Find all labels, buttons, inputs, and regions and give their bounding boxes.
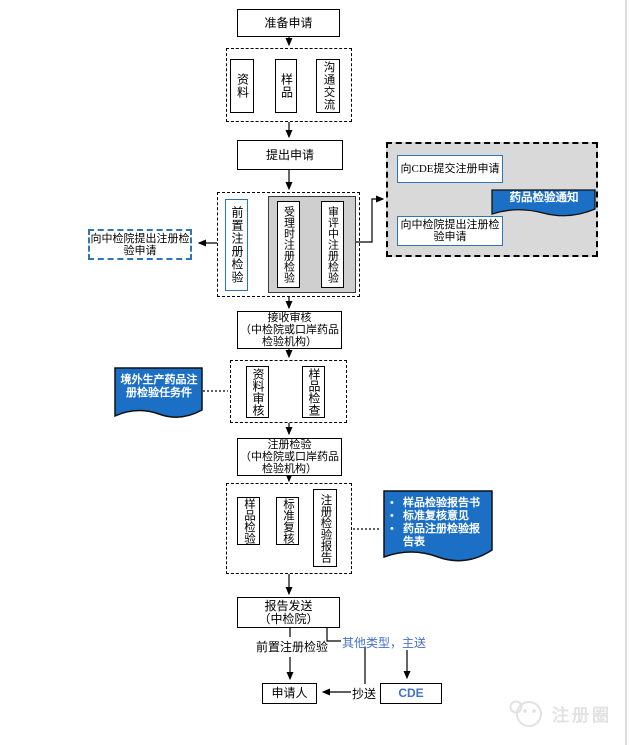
report-doc-item: • 药品注册检验报告表 <box>390 523 488 549</box>
report-doc-text: 标准复核意见 <box>403 510 469 522</box>
node-submit-to-cde: 向CDE提交注册申请 <box>397 155 503 183</box>
watermark: 注册圈 <box>508 696 612 730</box>
bullet-icon: • <box>390 497 394 509</box>
pre-registration-path-label: 前置注册检验 <box>256 640 329 654</box>
other-type-main-send-label: 其他类型，主送 <box>342 636 427 650</box>
overseas-task-label: 境外生产药品注 册检验任务件 <box>117 374 201 400</box>
report-doc-item: • 标准复核意见 <box>390 510 488 523</box>
receive-line-3: 检验机构） <box>262 336 317 348</box>
inspection-notice-label: 药品检验通知 <box>509 192 579 204</box>
node-materials: 资料 <box>230 59 254 113</box>
node-applicant: 申请人 <box>262 683 317 704</box>
watermark-text: 注册圈 <box>552 705 612 725</box>
inspection-notice-document-icon <box>491 189 596 217</box>
node-sample-check: 样品检查 <box>302 366 325 418</box>
copy-send-label: 抄送 <box>352 687 377 701</box>
node-standard-review: 标准复核 <box>276 497 299 545</box>
report-doc-item: • 样品检验报告书 <box>390 497 488 510</box>
node-request-to-nifdc-left: 向中检院提出注册检 验申请 <box>88 229 192 260</box>
request-line-1: 向中检院提出注册检 <box>90 232 190 245</box>
page-right-edge <box>625 0 627 745</box>
node-submit-application: 提出申请 <box>237 140 343 170</box>
overseas-task-document-icon <box>114 367 203 418</box>
node-receive-review: 接收审核 （中检院或口岸药品 检验机构） <box>237 311 342 349</box>
node-sample-test: 样品检验 <box>237 497 260 545</box>
receive-check-group <box>230 360 347 423</box>
report-documents-icon <box>383 490 493 562</box>
regtest-line-3: 检验机构） <box>262 463 317 475</box>
watermark-logo-icon <box>509 700 542 727</box>
node-material-review: 资料审核 <box>246 366 269 418</box>
request-line-2: 验申请 <box>433 231 467 243</box>
node-sample: 样品 <box>275 59 297 113</box>
task-line-2: 册检验任务件 <box>126 387 192 399</box>
regtest-line-2: （中检院或口岸药品 <box>240 451 339 463</box>
node-request-to-nifdc-right: 向中检院提出注册检 验申请 <box>397 216 503 246</box>
report-doc-text: 样品检验报告书 <box>403 497 480 509</box>
regtest-line-1: 注册检验 <box>267 439 312 451</box>
node-review-inspection: 审评中注册检验 <box>321 201 344 288</box>
send-line-1: 报告发送 <box>264 598 313 613</box>
node-registration-report: 注册检验报告 <box>313 489 337 567</box>
report-documents-list: • 样品检验报告书 • 标准复核意见 • 药品注册检验报告表 <box>390 497 488 549</box>
request-line-2: 验申请 <box>123 244 157 257</box>
bullet-icon: • <box>390 510 394 522</box>
test-detail-group <box>226 483 352 574</box>
registration-inspection-group <box>217 192 360 297</box>
report-doc-text: 药品注册检验报告表 <box>403 523 480 548</box>
node-acceptance-inspection: 受理时注册检验 <box>277 201 300 288</box>
preparation-group <box>226 48 352 122</box>
receive-line-2: （中检院或口岸药品 <box>240 324 339 336</box>
node-registration-test: 注册检验 （中检院或口岸药品 检验机构） <box>237 438 342 476</box>
bullet-icon: • <box>390 523 394 535</box>
node-pre-registration-inspection: 前置注册检验 <box>225 199 248 291</box>
node-communication: 沟通交流 <box>316 59 340 113</box>
task-line-1: 境外生产药品注 <box>120 374 198 386</box>
node-prepare-application: 准备申请 <box>237 9 340 37</box>
receive-line-1: 接收审核 <box>267 312 312 324</box>
node-report-send: 报告发送 （中检院） <box>237 597 340 628</box>
send-line-2: （中检院） <box>258 611 319 626</box>
node-cde: CDE <box>380 683 442 704</box>
request-line-1: 向中检院提出注册检 <box>400 219 500 231</box>
